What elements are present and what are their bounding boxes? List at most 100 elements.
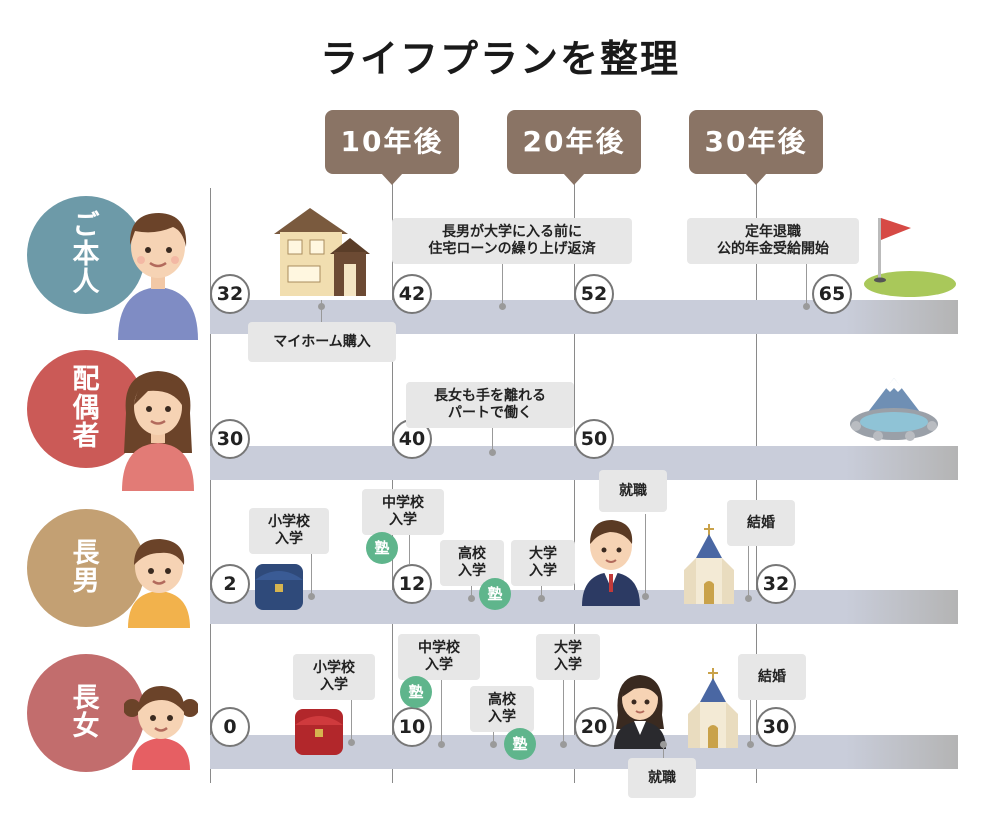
connector [502, 262, 503, 308]
event-son-university: 大学 入学 [511, 540, 575, 586]
son-age-2: 2 [210, 564, 250, 604]
timeline-line-30 [756, 178, 757, 783]
event-daughter-high-school: 高校 入学 [470, 686, 534, 732]
event-son-hs-line-2: 入学 [458, 563, 486, 579]
person-daughter-char-1: 長 [72, 682, 100, 714]
event-dau-univ-line-1: 大学 [554, 640, 582, 656]
event-dau-univ-line-2: 入学 [554, 657, 582, 673]
golf-flag-icon [864, 218, 956, 297]
church-icon-son [684, 524, 734, 604]
event-son-junior-high: 中学校 入学 [362, 489, 444, 535]
person-spouse-char-1: 配 [72, 364, 100, 396]
marker-dot [803, 303, 810, 310]
marker-dot [348, 739, 355, 746]
marker-dot [308, 593, 315, 600]
daughter-age-10: 10 [392, 707, 432, 747]
event-daughter-university: 大学 入学 [536, 634, 600, 680]
connector [748, 546, 749, 598]
onsen-mountain-icon [850, 378, 938, 441]
timeline-line-20 [574, 178, 575, 783]
person-daughter-char-2: 女 [72, 711, 100, 742]
spouse-age-50: 50 [574, 419, 614, 459]
person-son-badge: 長 男 [27, 509, 145, 627]
marker-dot [745, 595, 752, 602]
event-son-elem-line-1: 小学校 [268, 514, 310, 530]
event-loan-line-1: 長男が大学に入る前に [442, 224, 582, 240]
event-daughter-job: 就職 [628, 758, 696, 798]
event-retire-line-2: 公的年金受給開始 [717, 241, 829, 257]
marker-dot [468, 595, 475, 602]
event-retire-line-1: 定年退職 [745, 224, 801, 240]
event-dau-hs-line-1: 高校 [488, 692, 516, 708]
juku-badge-daughter-1: 塾 [400, 676, 432, 708]
person-son-char-1: 長 [72, 537, 100, 569]
period-20-years: 20年後 [507, 110, 641, 185]
connector [493, 730, 494, 744]
event-dau-hs-line-2: 入学 [488, 709, 516, 725]
event-daughter-junior-high: 中学校 入学 [398, 634, 480, 680]
connector [563, 677, 564, 744]
event-son-jhs-line-2: 入学 [389, 512, 417, 528]
event-dau-elem-line-2: 入学 [320, 677, 348, 693]
event-loan-prepay: 長男が大学に入る前に 住宅ローンの繰り上げ返済 [392, 218, 632, 264]
marker-dot [747, 741, 754, 748]
event-daughter-elementary: 小学校 入学 [293, 654, 375, 700]
son-suit-avatar-icon [582, 520, 640, 606]
person-self-char-1: ご [72, 210, 100, 242]
randoseru-blue-icon [255, 564, 303, 610]
connector [351, 697, 352, 742]
daughter-age-20: 20 [574, 707, 614, 747]
event-son-hs-line-1: 高校 [458, 546, 486, 562]
marker-dot [642, 593, 649, 600]
self-age-65: 65 [812, 274, 852, 314]
marker-dot [499, 303, 506, 310]
connector [492, 424, 493, 454]
connector [471, 584, 472, 600]
timeline-line-start [210, 188, 211, 783]
event-spouse-work: 長女も手を離れる パートで働く [406, 382, 574, 428]
event-son-high-school: 高校 入学 [440, 540, 504, 586]
event-dau-elem-line-1: 小学校 [313, 660, 355, 676]
event-retirement: 定年退職 公的年金受給開始 [687, 218, 859, 264]
event-daughter-marriage: 結婚 [738, 654, 806, 700]
connector [750, 692, 751, 744]
marker-dot [490, 741, 497, 748]
spouse-age-30: 30 [210, 419, 250, 459]
event-son-univ-line-1: 大学 [529, 546, 557, 562]
father-avatar-icon [118, 213, 198, 340]
person-self-char-2: 本 [72, 238, 100, 270]
marker-dot [318, 303, 325, 310]
event-dau-jhs-line-2: 入学 [425, 657, 453, 673]
event-loan-line-2: 住宅ローンの繰り上げ返済 [428, 241, 596, 257]
juku-badge-son-1: 塾 [366, 532, 398, 564]
daughter-age-0: 0 [210, 707, 250, 747]
juku-badge-daughter-2: 塾 [504, 728, 536, 760]
marker-dot [489, 449, 496, 456]
mother-avatar-icon [122, 371, 194, 491]
person-son-char-2: 男 [72, 566, 100, 597]
connector [806, 262, 807, 308]
church-icon-daughter [688, 668, 738, 748]
daughter-avatar-icon [124, 686, 198, 770]
connector [645, 514, 646, 596]
page-title: ライフプランを整理 [319, 37, 680, 81]
event-dau-jhs-line-1: 中学校 [418, 640, 460, 656]
marker-dot [560, 741, 567, 748]
self-age-52: 52 [574, 274, 614, 314]
daughter-age-30: 30 [756, 707, 796, 747]
marker-dot [538, 595, 545, 602]
person-spouse-char-3: 者 [72, 421, 100, 453]
connector [311, 554, 312, 596]
self-age-32: 32 [210, 274, 250, 314]
event-son-univ-line-2: 入学 [529, 563, 557, 579]
connector [409, 534, 410, 564]
timeline-line-10 [392, 178, 393, 783]
daughter-suit-avatar-icon [614, 675, 666, 749]
juku-badge-son-2: 塾 [479, 578, 511, 610]
person-self-char-3: 人 [72, 267, 100, 299]
period-10-years: 10年後 [325, 110, 459, 185]
connector [441, 677, 442, 744]
self-age-42: 42 [392, 274, 432, 314]
connector [663, 744, 664, 760]
event-spouse-line-1: 長女も手を離れる [434, 388, 546, 404]
